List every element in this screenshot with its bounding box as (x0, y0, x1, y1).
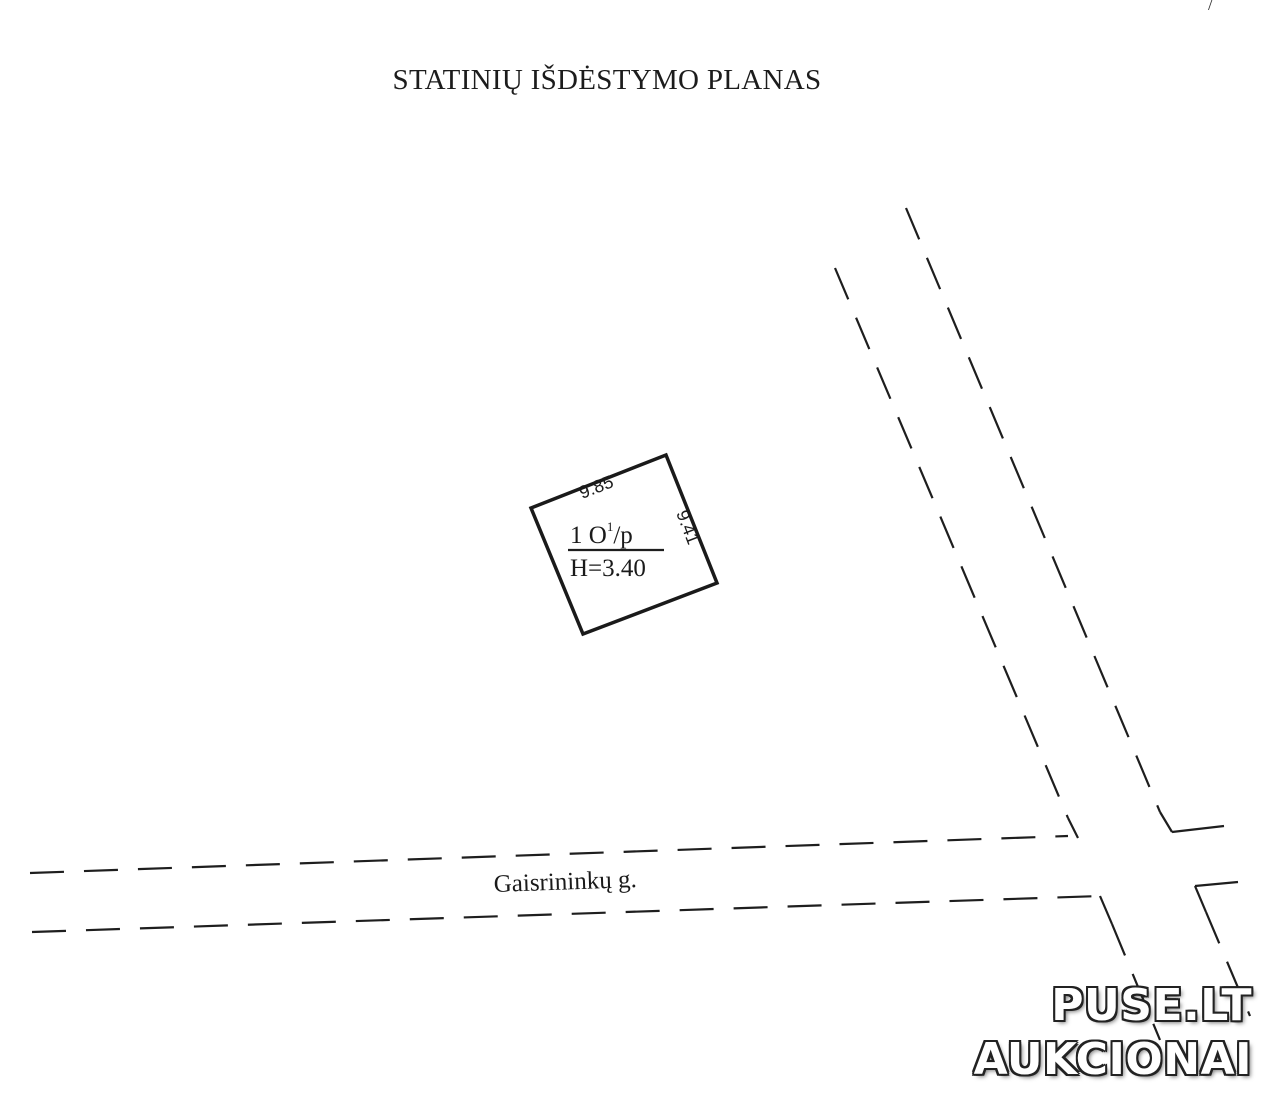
watermark-line-1: PUSE.LT (1051, 980, 1252, 1031)
street-edge-south (31, 894, 1101, 934)
building-label: 1 O1/p H=3.40 (568, 519, 664, 582)
road-edge-west (833, 267, 1070, 819)
watermark-line-2: AUKCIONAI (973, 1034, 1252, 1085)
road-edge-south-east (1204, 911, 1252, 1017)
street-edge-north (29, 834, 1069, 875)
building-height-label: H=3.40 (570, 555, 646, 582)
street-name-label: Gaisrininkų g. (493, 866, 637, 898)
street-edge-north-east-stub (1171, 824, 1225, 834)
svg-text:1 O1/p: 1 O1/p (570, 519, 633, 549)
road-corner-south-east (1193, 885, 1208, 913)
building-label-main: 1 O (570, 522, 607, 549)
road-corner-west (1067, 817, 1079, 839)
street-edge-south-east-stub (1194, 880, 1239, 888)
building-label-superscript: 1 (607, 519, 614, 534)
road-edge-east (904, 207, 1162, 813)
building-label-suffix: /p (613, 522, 632, 549)
road-corner-east (1159, 811, 1173, 833)
corner-mark: / (1208, 0, 1214, 14)
building-outline (528, 452, 720, 637)
road-edge-south-west (1110, 923, 1162, 1041)
road-corner-south-west (1098, 895, 1114, 925)
plan-title: STATINIŲ IŠDĖSTYMO PLANAS (392, 64, 822, 96)
